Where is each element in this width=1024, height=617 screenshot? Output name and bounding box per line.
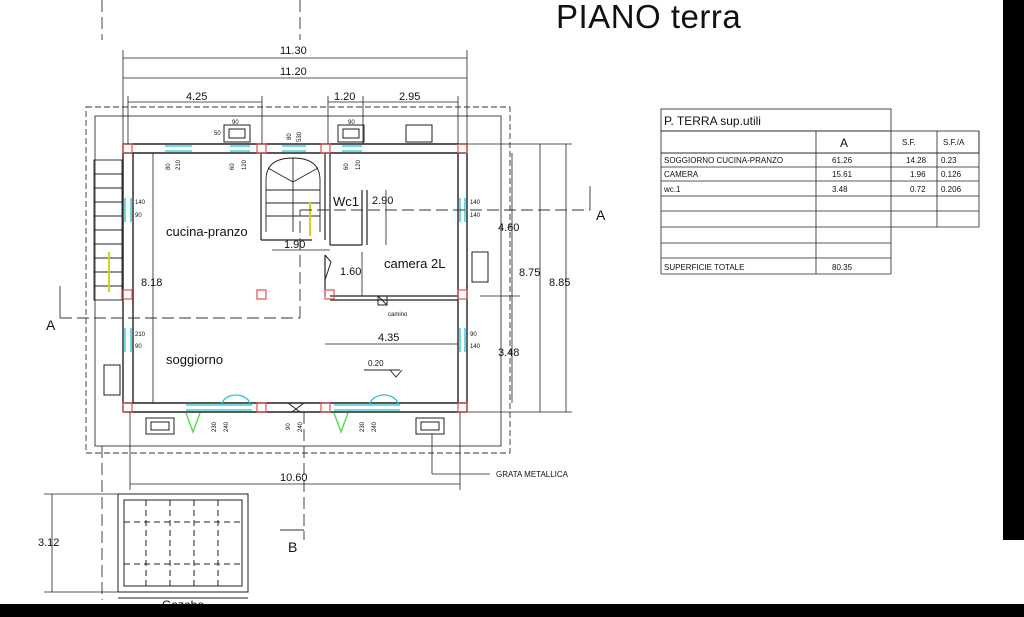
dim-bottom-overall: 10.60 bbox=[280, 472, 308, 484]
scan-border-right bbox=[1003, 0, 1024, 540]
dim-gazebo-depth: 3.12 bbox=[38, 537, 59, 549]
dim-top-mid: 1.20 bbox=[334, 91, 355, 103]
dim-bedroom-width: 4.35 bbox=[378, 332, 399, 344]
table-cell: CAMERA bbox=[664, 170, 699, 179]
room-label-living: soggiorno bbox=[166, 352, 223, 367]
staircase bbox=[265, 157, 321, 232]
interior-walls bbox=[260, 153, 458, 301]
structural-columns bbox=[122, 143, 468, 413]
section-a-right: A bbox=[596, 207, 606, 223]
opening-label: 140 bbox=[470, 200, 481, 206]
dim-right-outer: 8.85 bbox=[549, 277, 570, 289]
opening-label: 60 bbox=[230, 163, 236, 170]
gazebo bbox=[117, 493, 249, 599]
level-marker bbox=[364, 369, 403, 378]
table-cell: SOGGIORNO CUCINA-PRANZO bbox=[664, 156, 783, 165]
table-cell: 0.206 bbox=[941, 185, 962, 194]
opening-label: 140 bbox=[470, 213, 481, 219]
opening-label: 90 bbox=[286, 423, 292, 430]
opening-label: 240 bbox=[298, 421, 304, 432]
terrace-outline bbox=[85, 106, 511, 454]
page-title: PIANO terra bbox=[556, 0, 742, 35]
dim-overall-top-inner: 11.20 bbox=[280, 66, 307, 78]
table-cell: 3.48 bbox=[832, 185, 848, 194]
windows bbox=[124, 145, 466, 411]
table-cell: 15.61 bbox=[832, 170, 853, 179]
section-b: B bbox=[288, 539, 297, 555]
table-cell: 0.72 bbox=[910, 185, 926, 194]
vent-boxes bbox=[103, 124, 489, 435]
opening-label: 90 bbox=[135, 344, 142, 350]
dim-top-left: 4.25 bbox=[186, 91, 207, 103]
surface-table bbox=[660, 108, 980, 275]
room-label-wc: Wc1 bbox=[333, 194, 359, 209]
opening-label: 530 bbox=[297, 131, 303, 142]
room-label-kitchen: cucina-pranzo bbox=[166, 224, 248, 239]
opening-label: 140 bbox=[470, 344, 481, 350]
fireplace-label: camino bbox=[388, 312, 408, 318]
door-swings bbox=[185, 412, 349, 435]
dim-top-right: 2.95 bbox=[399, 91, 420, 103]
opening-label: 90 bbox=[135, 213, 142, 219]
table-cell: 0.23 bbox=[941, 156, 957, 165]
table-total-label: SUPERFICIE TOTALE bbox=[664, 263, 744, 272]
table-title: P. TERRA sup.utili bbox=[664, 114, 761, 128]
opening-label: 50 bbox=[214, 131, 221, 137]
dim-wc-height: 2.90 bbox=[372, 195, 393, 207]
opening-label: 90 bbox=[232, 120, 239, 126]
opening-label: 60 bbox=[344, 163, 350, 170]
table-cell: 14.28 bbox=[906, 156, 927, 165]
table-header-sfa: S.F./A bbox=[943, 138, 965, 147]
opening-label: 210 bbox=[135, 332, 146, 338]
dim-living-right: 3.48 bbox=[498, 347, 519, 359]
dim-overall-top-outer: 11.30 bbox=[280, 45, 307, 57]
dimension-lines bbox=[44, 50, 572, 593]
opening-label: 80 bbox=[166, 163, 172, 170]
scan-border-bottom bbox=[0, 604, 1024, 617]
exterior-walls bbox=[122, 143, 468, 413]
opening-label: 80 bbox=[287, 133, 293, 140]
opening-label: 210 bbox=[176, 159, 182, 170]
opening-label: 240 bbox=[372, 421, 378, 432]
opening-label: 90 bbox=[470, 332, 477, 338]
opening-label: 120 bbox=[242, 159, 248, 170]
opening-label: 140 bbox=[135, 200, 146, 206]
opening-label: 230 bbox=[212, 421, 218, 432]
opening-label: 230 bbox=[360, 421, 366, 432]
level-label: 0.20 bbox=[368, 359, 384, 368]
table-header-sf: S.F. bbox=[902, 138, 916, 147]
table-cell: wc.1 bbox=[663, 185, 681, 194]
opening-label: 120 bbox=[356, 159, 362, 170]
interior-doors bbox=[287, 254, 332, 413]
table-total-value: 80.35 bbox=[832, 263, 853, 272]
dim-bedroom-depth: 4.60 bbox=[498, 222, 519, 234]
opening-label: 90 bbox=[348, 120, 355, 126]
dim-right-inner: 8.75 bbox=[519, 267, 540, 279]
section-a-left: A bbox=[46, 317, 56, 333]
table-cell: 0.126 bbox=[941, 170, 962, 179]
dim-passage: 1.60 bbox=[340, 266, 361, 278]
room-label-bedroom: camera 2L bbox=[384, 256, 445, 271]
dim-left-height: 8.18 bbox=[141, 277, 162, 289]
opening-label: 240 bbox=[224, 421, 230, 432]
grate-label: GRATA METALLICA bbox=[496, 470, 569, 479]
section-lines bbox=[59, 0, 591, 600]
opening-labels: 90 50 90 80 210 60 120 80 530 60 120 140… bbox=[135, 120, 481, 432]
dim-wc-width: 1.90 bbox=[284, 239, 305, 251]
table-header-a: A bbox=[840, 136, 848, 150]
table-cell: 61.26 bbox=[832, 156, 853, 165]
table-cell: 1.96 bbox=[910, 170, 926, 179]
